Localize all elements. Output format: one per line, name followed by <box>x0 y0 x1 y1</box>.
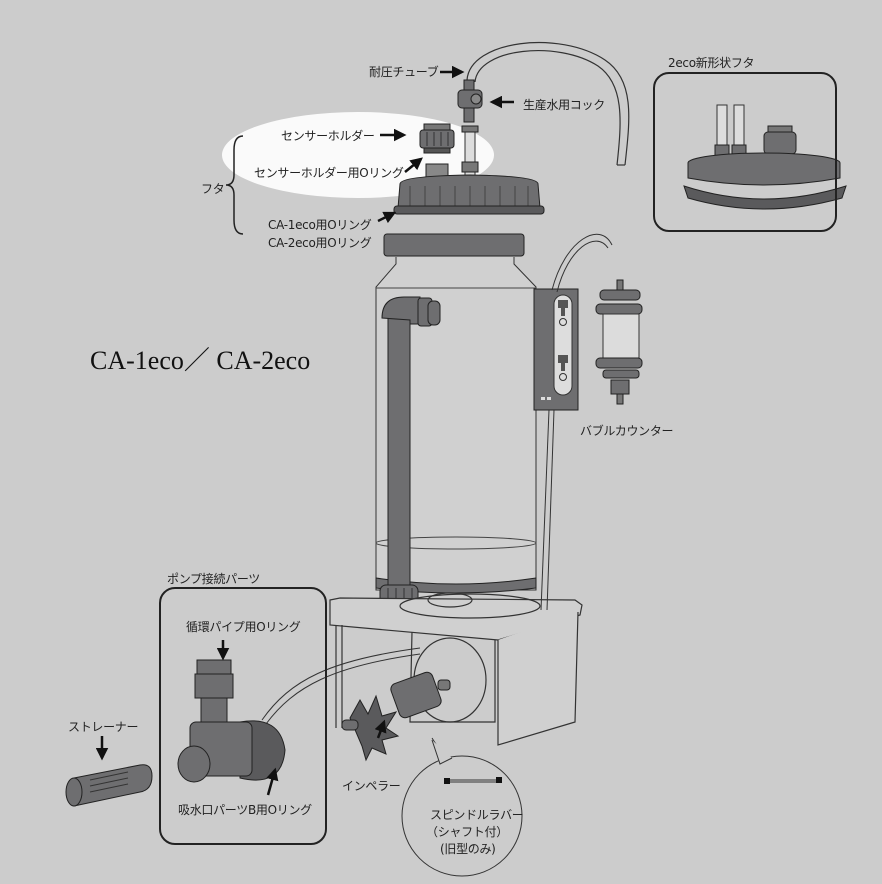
bubble-counter <box>595 279 643 405</box>
label-spindle-rubber-shaft: （シャフト付） <box>426 825 508 839</box>
label-strainer: ストレーナー <box>68 720 139 734</box>
bubble-counter-bracket <box>533 233 613 611</box>
arrows <box>95 65 514 796</box>
new-lid-box <box>653 72 837 232</box>
label-spindle-rubber: スピンドルラバー <box>430 808 524 822</box>
strainer <box>65 764 153 807</box>
label-circulation-pipe-oring: 循環パイプ用Oリング <box>186 620 301 634</box>
label-sensor-holder-oring: センサーホルダー用Oリング <box>254 166 404 180</box>
pump-connection-box <box>159 587 327 845</box>
pressure-tube <box>466 42 630 166</box>
label-new-lid-2eco: 2eco新形状フタ <box>668 56 755 70</box>
impeller <box>341 671 451 762</box>
label-ca2eco-oring: CA-2eco用Oリング <box>268 236 372 250</box>
label-intake-part-b-oring: 吸水口パーツB用Oリング <box>178 803 312 817</box>
reactor-body <box>375 233 537 620</box>
label-pump-connection-parts: ポンプ接続パーツ <box>167 572 261 586</box>
lid-tube <box>461 125 479 179</box>
label-ca1eco-oring: CA-1eco用Oリング <box>268 218 372 232</box>
pump-connection-part <box>177 659 286 783</box>
label-sensor-holder: センサーホルダー <box>281 129 375 143</box>
label-spindle-rubber-old: (旧型のみ) <box>440 842 496 856</box>
label-bubble-counter: バブルカウンター <box>580 424 674 438</box>
product-water-cock <box>457 79 483 123</box>
lid-brace <box>225 135 244 235</box>
label-impeller: インペラー <box>342 779 401 793</box>
new-lid-illustration <box>683 104 847 210</box>
base-stand <box>329 592 583 746</box>
label-product-water-cock: 生産水用コック <box>523 98 605 112</box>
sensor-holder <box>419 123 455 179</box>
label-lid: フタ <box>201 182 225 196</box>
lid <box>393 174 545 215</box>
air-tube <box>261 647 421 725</box>
label-pressure-tube: 耐圧チューブ <box>369 65 439 79</box>
spindle-rubber-callout <box>401 737 523 877</box>
page-title: CA-1eco／ CA-2eco <box>90 346 311 375</box>
